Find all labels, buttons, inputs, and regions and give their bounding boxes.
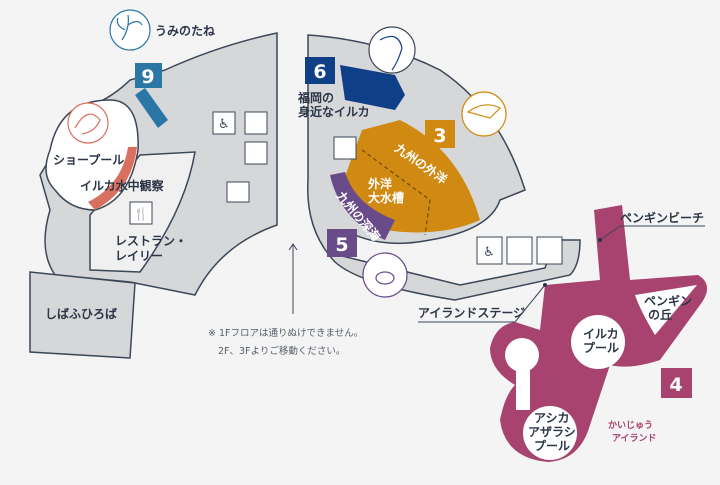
zone-4-number: 4 bbox=[669, 374, 682, 396]
note-line-1: ※ 1Fフロアは通りぬけできません。 bbox=[208, 328, 363, 339]
zone-6-name-1: 福岡の bbox=[297, 90, 334, 105]
zone-5-number: 5 bbox=[335, 234, 348, 256]
zone-6-badge bbox=[305, 57, 335, 84]
womens-toilet-icon bbox=[244, 141, 268, 165]
svg-text:🍴: 🍴 bbox=[134, 207, 149, 221]
zone-9-name: うみのたね bbox=[155, 24, 215, 38]
womens-toilet-icon-center bbox=[536, 236, 563, 265]
dolphin-underwater-label: イルカ水中観察 bbox=[80, 178, 165, 193]
kaiju-island-logo: かいじゅう アイランド bbox=[608, 420, 657, 444]
penguin-hill-label-2: の丘 bbox=[648, 307, 672, 322]
accessible-toilet-icon bbox=[212, 111, 236, 135]
accessible-toilet-icon-center bbox=[476, 236, 503, 265]
sealion-pool-label-3: プール bbox=[534, 438, 570, 453]
zone3-tank bbox=[340, 120, 480, 233]
crab-icon bbox=[362, 252, 408, 298]
zone5-exhibit bbox=[330, 172, 395, 240]
underwater-window bbox=[88, 147, 137, 210]
zone-6-number: 6 bbox=[313, 61, 326, 83]
island-stage-label: アイランドステージ bbox=[418, 306, 525, 320]
zone9-exhibit bbox=[135, 88, 168, 128]
zone-9-badge bbox=[135, 63, 162, 88]
zone-3-number: 3 bbox=[433, 125, 446, 147]
elevator-icon bbox=[226, 181, 250, 203]
note-line-2: 2F、3Fよりご移動ください。 bbox=[218, 345, 345, 357]
zone-6-name-2: 身近なイルカ bbox=[298, 104, 370, 119]
zone-5-badge bbox=[327, 229, 357, 257]
penguin-beach-label: ペンギンビーチ bbox=[620, 210, 704, 225]
lawn-plaza-label: しばふひろば bbox=[45, 306, 117, 321]
sealion-pool-label-1: アシカ bbox=[534, 411, 570, 425]
mens-toilet-icon-center bbox=[506, 236, 533, 265]
restaurant-label-1: レストラン・ bbox=[115, 234, 187, 248]
restaurant-icon bbox=[129, 201, 153, 225]
sealion-pool bbox=[523, 406, 577, 460]
dolphin-pool bbox=[571, 315, 625, 369]
penguin-hill bbox=[635, 285, 697, 335]
dolphin-show-icon bbox=[67, 102, 109, 144]
zone6-exhibit bbox=[340, 65, 405, 110]
penguin-hill-label-1: ペンギン bbox=[644, 293, 692, 308]
shark-icon bbox=[461, 91, 507, 137]
elevator-icon-center bbox=[333, 136, 357, 160]
kaiju-island-area: ペンギンビーチ アイランドステージ ペンギン の丘 イルカ プール アシカ アザ… bbox=[418, 205, 708, 462]
dolphin-pool-label-2: プール bbox=[583, 340, 619, 355]
show-pool-label: ショープール bbox=[53, 152, 124, 167]
svg-text:かいじゅう: かいじゅう bbox=[608, 420, 653, 431]
zone-3-badge bbox=[425, 120, 455, 148]
lawn-plaza-area bbox=[29, 271, 136, 359]
zone-4-badge bbox=[661, 368, 692, 398]
tank-label-2: 大水槽 bbox=[368, 190, 404, 205]
seedling-icon bbox=[109, 9, 151, 51]
left-building: 9 うみのたね ショープール イルカ水中観察 🍴 レストラン・ レイリー しばふ… bbox=[29, 9, 278, 359]
svg-text:♿: ♿ bbox=[218, 117, 230, 132]
center-building: 6 福岡の 身近なイルカ 3 九州の外洋 外洋 大水槽 九州の深海 5 ♿ bbox=[297, 26, 581, 301]
restaurant-label-2: レイリー bbox=[115, 249, 163, 263]
zone-9-number: 9 bbox=[141, 66, 154, 88]
sealion-pool-label-2: アザラシ bbox=[528, 425, 576, 439]
dolphin-pool-label-1: イルカ bbox=[583, 327, 619, 341]
dolphin-icon bbox=[368, 26, 416, 74]
svg-text:♿: ♿ bbox=[483, 245, 495, 260]
mens-toilet-icon bbox=[244, 111, 268, 135]
tank-label-1: 外洋 bbox=[368, 176, 392, 191]
svg-text:アイランド: アイランド bbox=[612, 433, 657, 444]
